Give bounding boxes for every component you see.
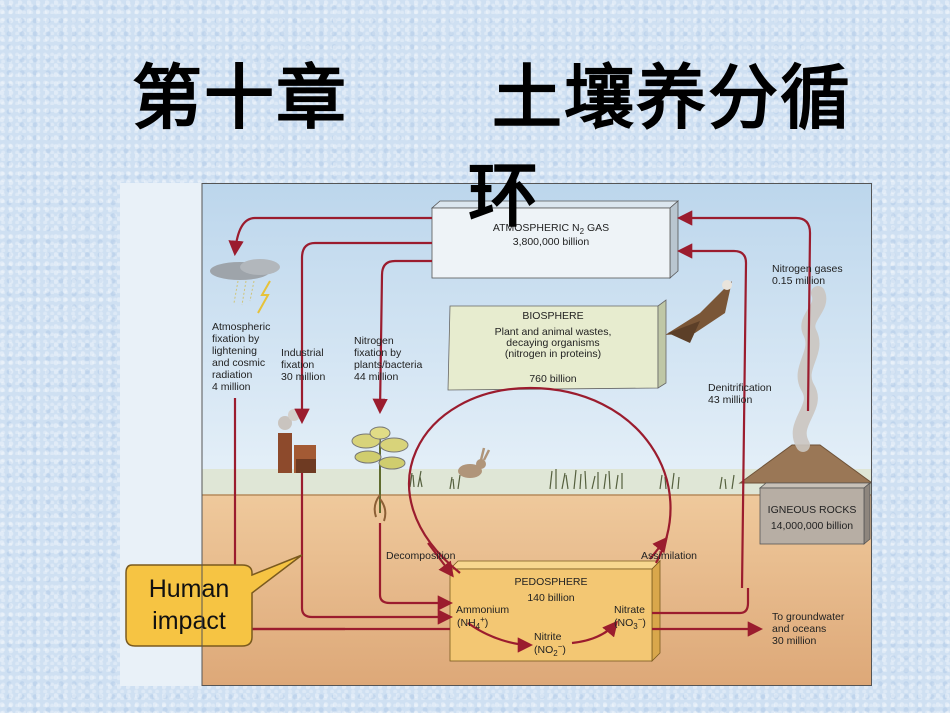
atmospheric-box-title: ATMOSPHERIC N2 GAS — [493, 222, 609, 236]
svg-text:43 million: 43 million — [708, 394, 753, 406]
arrow-nitrite-to-nitrate — [571, 620, 618, 645]
plant-illustration — [351, 426, 409, 522]
svg-text:fixation by: fixation by — [354, 347, 402, 359]
diagram-frame — [201, 183, 872, 686]
svg-text:To groundwater: To groundwater — [772, 611, 845, 623]
svg-text:Nitrogen gases: Nitrogen gases — [772, 263, 843, 275]
atmospheric-box-amount: 3,800,000 billion — [513, 236, 590, 248]
arrow-decomposition — [427, 542, 454, 578]
biosphere-line-3: (nitrogen in proteins) — [505, 348, 601, 360]
ammonium-formula: (NH4+) — [457, 615, 488, 631]
svg-text:Denitrification: Denitrification — [708, 382, 772, 394]
svg-text:4 million: 4 million — [212, 381, 251, 393]
factory-illustration — [278, 409, 316, 473]
atmospheric-n2-box: ATMOSPHERIC N2 GAS 3,800,000 billion — [430, 200, 680, 279]
svg-text:Atmospheric: Atmospheric — [212, 321, 270, 333]
slide-title: 第十章 土壤养分循 — [132, 57, 852, 139]
nitrate-formula: (NO3−) — [614, 615, 646, 631]
rabbit-illustration — [458, 447, 491, 478]
nitrate-label: Nitrate — [614, 604, 645, 616]
svg-text:lightening: lightening — [212, 345, 257, 357]
svg-text:and cosmic: and cosmic — [212, 357, 265, 369]
biosphere-line-2: decaying organisms — [506, 337, 599, 349]
svg-text:fixation: fixation — [281, 359, 314, 371]
biosphere-box-title: BIOSPHERE — [522, 310, 583, 322]
decomposition-label: Decomposition — [386, 550, 456, 562]
eagle-illustration — [665, 280, 732, 343]
svg-text:Nitrogen: Nitrogen — [354, 335, 394, 347]
svg-text:0.15 million: 0.15 million — [772, 275, 825, 287]
ammonium-label: Ammonium — [456, 604, 509, 616]
svg-text:44 million: 44 million — [354, 371, 399, 383]
grass — [409, 469, 735, 490]
biosphere-box: BIOSPHERE Plant and animal wastes, decay… — [447, 299, 667, 391]
arrow-industrial-to-ammonium — [300, 473, 454, 625]
biosphere-box-amount: 760 billion — [529, 373, 576, 385]
igneous-box-amount: 14,000,000 billion — [771, 520, 853, 532]
industrial-fixation-label: Industrial fixation 30 million — [281, 347, 326, 383]
nitrogen-fixation-label: Nitrogen fixation by plants/bacteria 44 … — [354, 335, 422, 383]
arrow-assimilation — [649, 536, 668, 560]
human-impact-line-1: Human — [149, 575, 230, 603]
arrow-nitrate-to-denitrification — [652, 588, 750, 615]
svg-text:30 million: 30 million — [772, 635, 817, 647]
biosphere-line-1: Plant and animal wastes, — [495, 326, 612, 338]
pedosphere-box-amount: 140 billion — [527, 592, 574, 604]
igneous-rocks-box: IGNEOUS ROCKS 14,000,000 billion — [758, 482, 872, 545]
nitrogen-cycle-diagram: ATMOSPHERIC N2 GAS 3,800,000 billion BIO… — [120, 183, 872, 686]
human-impact-line-2: impact — [152, 607, 226, 635]
arrow-plants-to-ammonium — [378, 523, 454, 611]
arrow-ammonium-to-nitrite — [467, 622, 534, 653]
groundwater-label: To groundwater and oceans 30 million — [772, 611, 845, 647]
slide-title-continued: 环 — [468, 155, 540, 237]
arrow-industrial-fixation — [294, 241, 432, 425]
igneous-box-title: IGNEOUS ROCKS — [768, 504, 857, 516]
svg-text:Industrial: Industrial — [281, 347, 324, 359]
denitrification-label: Denitrification 43 million — [708, 382, 772, 406]
arrow-denitrification — [676, 243, 748, 589]
arrow-to-atmospheric-fixation — [228, 216, 432, 257]
assimilation-label: Assimilation — [641, 550, 697, 562]
pedosphere-box-title: PEDOSPHERE — [515, 576, 588, 588]
human-impact-callout: Human impact — [125, 554, 303, 647]
cycle-circle-arrow — [408, 386, 672, 574]
atmospheric-fixation-label: Atmospheric fixation by lightening and c… — [212, 321, 270, 393]
svg-text:plants/bacteria: plants/bacteria — [354, 359, 422, 371]
svg-text:30 million: 30 million — [281, 371, 326, 383]
arrow-nitrogen-gases — [676, 210, 812, 412]
pedosphere-box: PEDOSPHERE 140 billion — [449, 560, 661, 662]
cloud-lightning-illustration — [210, 259, 280, 314]
svg-text:radiation: radiation — [212, 369, 252, 381]
arrow-nitrogen-fixation — [372, 259, 432, 415]
nitrite-formula: (NO2−) — [534, 642, 566, 658]
nitrite-label: Nitrite — [534, 631, 562, 643]
svg-text:fixation by: fixation by — [212, 333, 260, 345]
svg-text:and oceans: and oceans — [772, 623, 826, 635]
nitrogen-gases-label: Nitrogen gases 0.15 million — [772, 263, 843, 287]
